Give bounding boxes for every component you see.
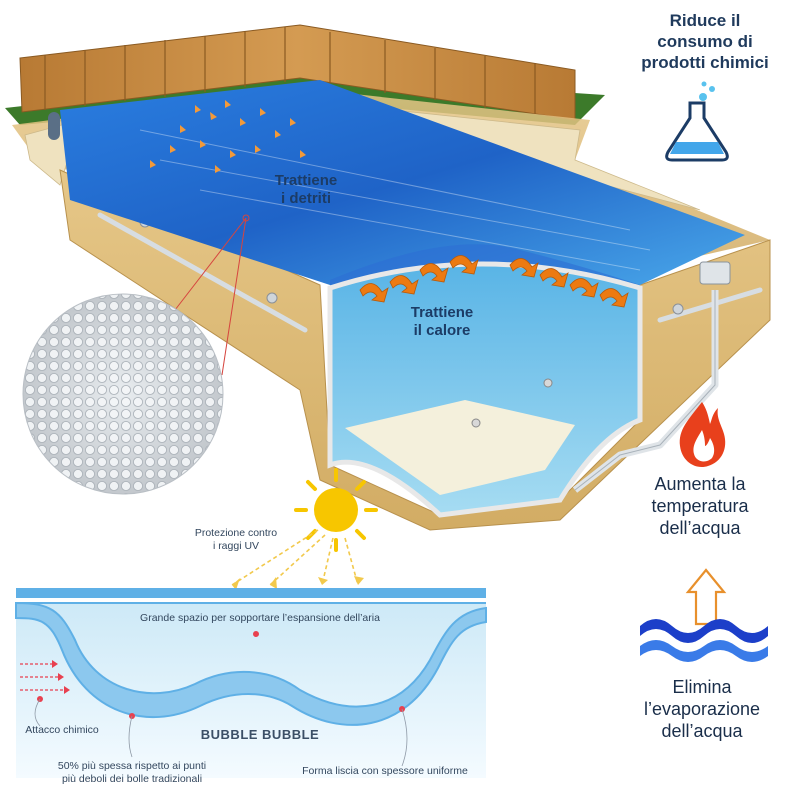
bubble-cross-section (15, 588, 487, 778)
label-retains-debris: Trattiene i detriti (274, 172, 338, 207)
flame-icon (679, 402, 726, 468)
bubble-magnifier (22, 214, 250, 495)
label-chemical-attack: Attacco chimico (25, 724, 99, 736)
evaporation-icon (640, 568, 768, 662)
flask-icon (665, 81, 729, 162)
chemical-attack-arrows (20, 660, 70, 694)
label-retains-heat: Trattiene il calore (410, 304, 474, 339)
brand-bubble-bubble: BUBBLE BUBBLE (200, 727, 320, 742)
uv-rays (231, 529, 364, 590)
marker-leaders (34, 698, 408, 767)
label-smooth-uniform-shape: Forma liscia con spessore uniforme (302, 765, 468, 777)
label-eliminates-evaporation: Elimina l’evaporazione dell’acqua (643, 677, 761, 741)
label-reduce-chemicals: Riduce il consumo di prodotti chimici (641, 11, 769, 72)
heater-pipes (572, 261, 731, 493)
pool-cutaway (327, 261, 643, 518)
heat-arrows (359, 255, 629, 308)
sun-icon (294, 468, 378, 552)
label-50-percent-thicker: 50% più spessa rispetto ai punti più deb… (57, 760, 207, 785)
label-air-expansion-space: Grande spazio per sopportare l’espansion… (140, 612, 380, 624)
label-uv-protection: Protezione contro i raggi UV (194, 527, 278, 552)
label-raises-temperature: Aumenta la temperatura dell’acqua (651, 474, 749, 538)
